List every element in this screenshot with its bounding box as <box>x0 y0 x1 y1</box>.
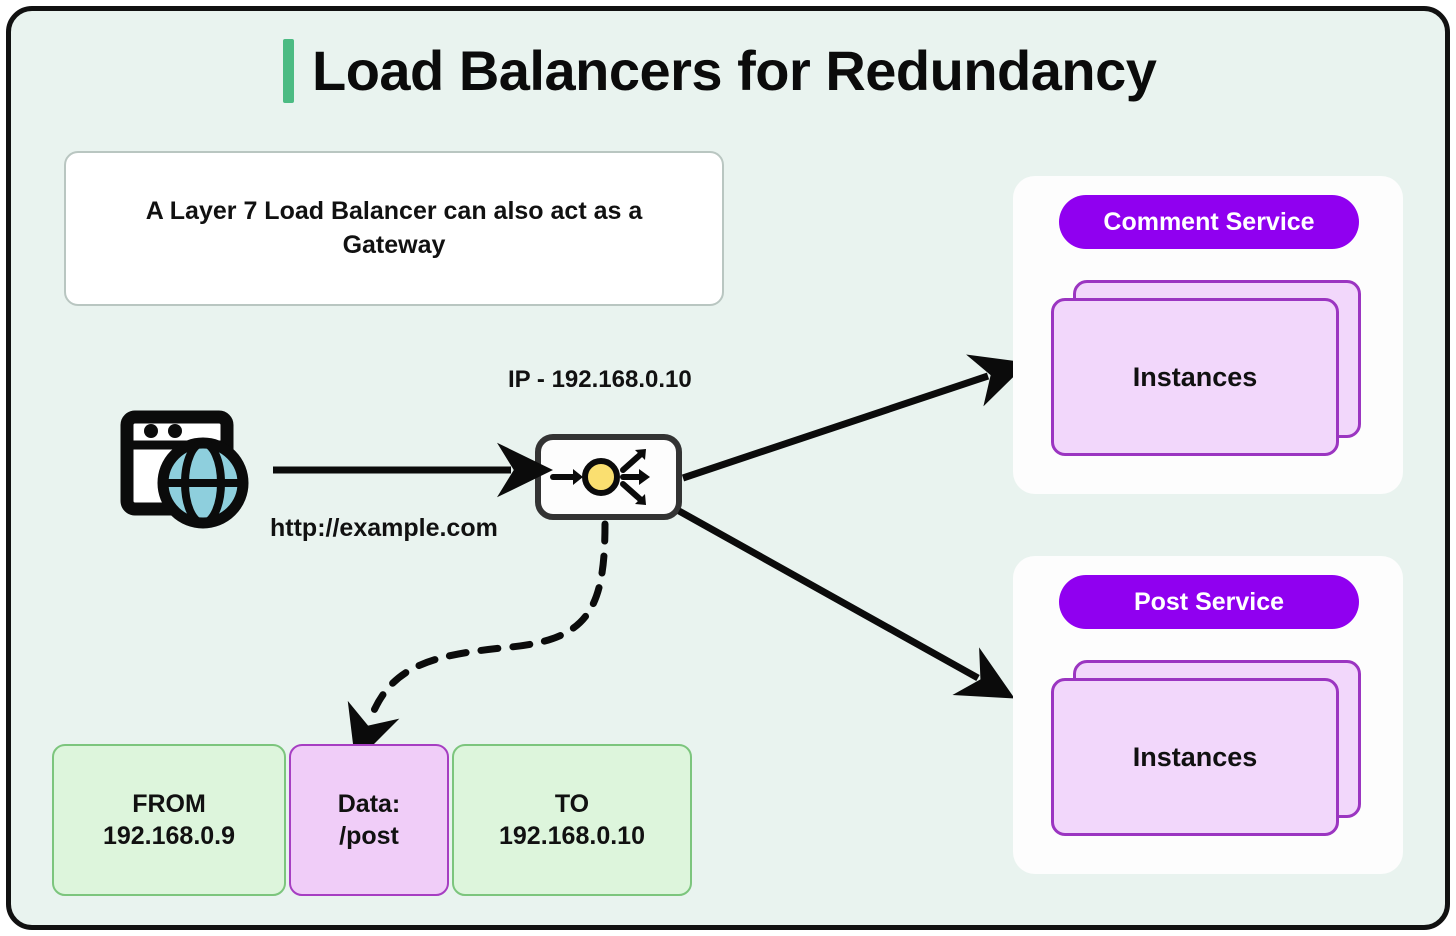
note-text: A Layer 7 Load Balancer can also act as … <box>145 196 643 259</box>
packet-data-label: Data: <box>337 789 401 818</box>
load-balancer-node[interactable] <box>535 434 682 520</box>
packet-to-label: TO <box>554 789 590 818</box>
instances-stack-post: Instances <box>1051 660 1361 836</box>
packet-box-data: Data: /post <box>289 744 449 896</box>
title-accent-bar <box>283 39 294 103</box>
arrow-lb-to-comment-service <box>681 354 1028 482</box>
instances-label: Instances <box>1132 361 1258 392</box>
service-badge-comment: Comment Service <box>1059 195 1359 249</box>
load-balancer-fanout-icon <box>549 449 650 505</box>
packet-from-label: FROM <box>132 789 206 818</box>
packet-row: FROM 192.168.0.9 Data: /post TO 192.168.… <box>52 744 692 896</box>
instance-card-front[interactable]: Instances <box>1051 678 1339 836</box>
load-balancer-ip-label: IP - 192.168.0.10 <box>508 366 692 393</box>
packet-from-value: 192.168.0.9 <box>102 822 236 850</box>
packet-box-from: FROM 192.168.0.9 <box>52 744 286 896</box>
client-url-label: http://example.com <box>270 514 498 542</box>
arrow-lb-to-packet-dashed <box>347 520 609 763</box>
note-callout: A Layer 7 Load Balancer can also act as … <box>64 151 724 306</box>
browser-globe-icon <box>119 409 259 531</box>
packet-data-value: /post <box>339 822 399 850</box>
packet-box-to: TO 192.168.0.10 <box>452 744 692 896</box>
service-badge-post: Post Service <box>1059 575 1359 629</box>
instances-label: Instances <box>1132 741 1258 772</box>
service-card-post[interactable]: Post Service Instances <box>1013 556 1403 874</box>
arrow-lb-to-post-service <box>677 507 1015 699</box>
instance-card-front[interactable]: Instances <box>1051 298 1339 456</box>
diagram-panel: Load Balancers for Redundancy A Layer 7 … <box>6 6 1450 930</box>
instances-stack-comment: Instances <box>1051 280 1361 456</box>
page-title: Load Balancers for Redundancy <box>283 39 1157 103</box>
title-text: Load Balancers for Redundancy <box>312 39 1157 102</box>
packet-to-value: 192.168.0.10 <box>499 822 645 850</box>
service-card-comment[interactable]: Comment Service Instances <box>1013 176 1403 494</box>
